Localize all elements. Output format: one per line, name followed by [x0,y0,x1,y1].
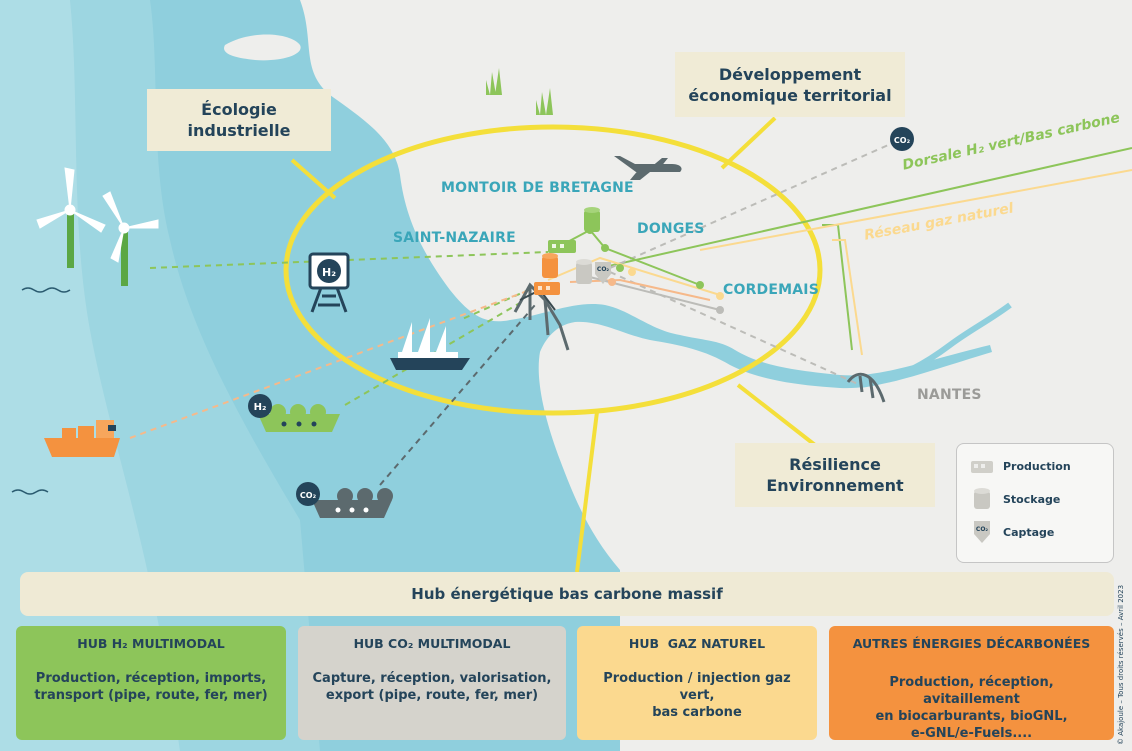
sea-band [0,0,180,751]
card-hub-co2-title: HUB CO₂ MULTIMODAL [353,636,511,651]
wind-turbine-icon [36,167,159,286]
map-legend: Production Stockage CO₂ Captage [956,443,1114,563]
card-hub-h2-title: HUB H₂ MULTIMODAL [77,636,225,651]
h2-platform-icon: H₂ [308,252,350,313]
nantes-bridge-icon [846,372,886,403]
production-icon [534,240,576,295]
card-hub-h2-desc: Production, réception, imports, transport… [26,670,276,704]
co2-tanker-badge: CO₂ [300,491,317,500]
theme-ecologie-industrielle: Écologie industrielle [147,89,331,151]
capture-badge: CO₂ [597,266,610,273]
airplane-icon [614,156,682,180]
card-autres-title: AUTRES ÉNERGIES DÉCARBONÉES [852,636,1091,651]
place-nantes: NANTES [917,387,982,403]
co2-point-badge: CO₂ [894,136,911,145]
waves [11,287,71,495]
theme-developpement: Développement économique territorial [675,52,905,117]
legend-stockage-label: Stockage [1003,492,1061,506]
legend-stockage: Stockage [971,488,1060,510]
copyright-credit: © Akajoule – Tous droits réservés – Avri… [1117,584,1125,745]
legend-production-label: Production [1003,460,1071,473]
storage-legend-icon [971,488,993,510]
theme-connectors [290,116,817,573]
h2-tanker-icon: H₂ [248,394,340,432]
card-hub-co2-desc-2: export (pipe, route, fer, mer) [325,688,539,703]
co2-tanker-icon: CO₂ [296,482,393,518]
island [224,34,301,61]
card-hub-gaz-desc-1: Production / injection gaz vert, [603,671,791,703]
theme-ecologie-line1: Écologie [201,100,277,119]
card-autres-desc-2: en biocarburants, bioGNL, [875,709,1068,724]
theme-developpement-line2: économique territorial [688,85,892,105]
place-cordemais: CORDEMAIS [723,282,819,298]
card-autres-desc-3: e-GNL/e-Fuels.... [910,726,1033,741]
card-autres-desc: Production, réception, avitaillement en b… [839,674,1104,742]
river [859,302,1012,388]
hub-title: Hub énergétique bas carbone massif [411,585,723,603]
place-saint-nazaire: SAINT-NAZAIRE [393,230,516,246]
card-hub-gaz: HUB GAZ NATUREL Production / injection g… [577,626,817,740]
zone-ring [283,124,823,416]
capture-icon: CO₂ [595,262,611,284]
co2-point-icon: CO₂ [890,127,914,151]
card-autres-desc-1: Production, réception, avitaillement [889,675,1054,707]
card-hub-gaz-desc: Production / injection gaz vert, bas carb… [587,670,807,721]
place-montoir: MONTOIR DE BRETAGNE [441,180,634,196]
theme-ecologie-line2: industrielle [187,121,291,140]
h2-tanker-badge: H₂ [254,402,267,413]
legend-captage-label: Captage [1003,525,1055,539]
theme-resilience-line1: Résilience [789,455,881,474]
theme-resilience-line2: Environnement [766,476,904,495]
grass-icon [486,68,553,115]
card-hub-co2: HUB CO₂ MULTIMODAL Capture, réception, v… [298,626,566,740]
card-hub-h2: HUB H₂ MULTIMODAL Production, réception,… [16,626,286,740]
card-hub-h2-desc-2: transport (pipe, route, fer, mer) [34,688,268,703]
card-hub-gaz-desc-2: bas carbone [652,705,742,720]
card-hub-gaz-title: HUB GAZ NATUREL [628,636,766,651]
card-autres-energies: AUTRES ÉNERGIES DÉCARBONÉES Production, … [829,626,1114,742]
place-donges: DONGES [637,221,705,237]
capture-legend-icon: CO₂ [971,520,993,544]
card-hub-co2-desc-1: Capture, réception, valorisation, [312,671,552,686]
card-hub-co2-desc: Capture, réception, valorisation, export … [308,670,556,704]
pipelines [599,147,1132,356]
legend-captage: CO₂ Captage [971,520,1054,544]
theme-resilience: Résilience Environnement [735,443,935,507]
hub-title-bar: Hub énergétique bas carbone massif [20,572,1114,616]
cargo-ship-icon [44,420,120,457]
production-legend-icon [971,460,993,473]
capture-legend-badge: CO₂ [976,526,989,533]
card-hub-h2-desc-1: Production, réception, imports, [35,671,267,686]
h2-badge-text: H₂ [322,266,336,279]
sailing-ship-icon [390,318,470,370]
legend-production: Production [971,460,1071,473]
theme-developpement-line1: Développement [718,64,862,84]
storage-icon [542,207,600,284]
